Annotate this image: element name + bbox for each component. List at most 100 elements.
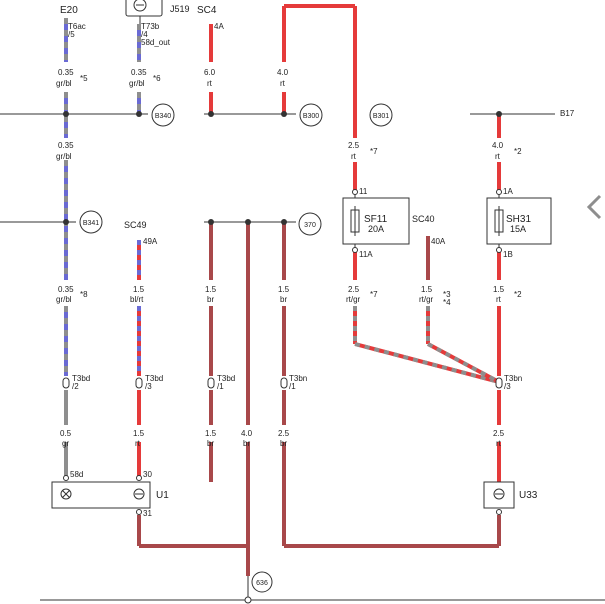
sh31-amp: 15A	[510, 224, 526, 234]
node-b301[interactable]: B301	[369, 103, 393, 127]
svg-text:rt/gr: rt/gr	[346, 295, 361, 304]
svg-text:T3bn: T3bn	[289, 374, 307, 383]
svg-text:1A: 1A	[503, 187, 513, 196]
svg-text:30: 30	[143, 470, 152, 479]
u1-label: U1	[156, 490, 169, 501]
svg-text:B341: B341	[83, 220, 99, 227]
j519-symbol	[125, 0, 163, 24]
svg-text:*5: *5	[80, 74, 88, 83]
svg-text:2.5: 2.5	[348, 141, 360, 150]
svg-text:*2: *2	[514, 147, 522, 156]
svg-text:br: br	[243, 439, 250, 448]
svg-text:31: 31	[143, 509, 152, 518]
svg-text:636: 636	[256, 580, 268, 587]
node-370[interactable]: 370	[298, 212, 322, 236]
svg-text:1B: 1B	[503, 250, 513, 259]
node-636[interactable]: 636	[251, 571, 273, 593]
svg-text:1.5: 1.5	[133, 429, 145, 438]
svg-text:4.0: 4.0	[277, 68, 289, 77]
svg-text:/3: /3	[504, 382, 511, 391]
svg-text:0.35: 0.35	[131, 68, 147, 77]
sc40-label: SC40	[412, 214, 435, 224]
sc4-label: SC4	[197, 5, 217, 16]
svg-text:B340: B340	[155, 113, 171, 120]
svg-text:T3bd: T3bd	[145, 374, 163, 383]
wire-labels: 0.35 gr/bl *5 0.35 gr/bl *6 6.0 rt 4.0 r…	[56, 68, 522, 448]
svg-text:1.5: 1.5	[205, 285, 217, 294]
sf11-label: SF11	[364, 214, 388, 225]
svg-text:11A: 11A	[359, 250, 373, 259]
svg-text:br: br	[280, 295, 287, 304]
svg-text:0.35: 0.35	[58, 141, 74, 150]
svg-text:*8: *8	[80, 290, 88, 299]
svg-text:gr/bl: gr/bl	[129, 79, 145, 88]
u1-component[interactable]: U1	[51, 475, 169, 515]
svg-text:/3: /3	[145, 382, 152, 391]
svg-text:58d_out: 58d_out	[141, 38, 171, 47]
svg-text:T3bd: T3bd	[72, 374, 90, 383]
wire-col-2	[137, 24, 248, 548]
svg-text:/1: /1	[289, 382, 296, 391]
svg-text:*6: *6	[153, 74, 161, 83]
u33-component[interactable]: U33	[483, 481, 538, 515]
svg-text:*3: *3	[443, 290, 451, 299]
svg-text:/4: /4	[141, 30, 148, 39]
svg-text:0.35: 0.35	[58, 285, 74, 294]
svg-text:gr/bl: gr/bl	[56, 79, 72, 88]
svg-text:4A: 4A	[214, 22, 224, 31]
svg-text:rt: rt	[280, 79, 286, 88]
svg-text:4.0: 4.0	[241, 429, 253, 438]
wire-col-4	[282, 4, 501, 548]
node-b300[interactable]: B300	[299, 103, 323, 127]
svg-text:T73b: T73b	[141, 22, 160, 31]
svg-text:1.5: 1.5	[421, 285, 433, 294]
e20-label: E20	[60, 5, 78, 16]
svg-text:*4: *4	[443, 298, 451, 307]
svg-text:4.0: 4.0	[492, 141, 504, 150]
node-b340[interactable]: B340	[151, 103, 175, 127]
fuse-sf11[interactable]: SF11 20A	[342, 189, 410, 253]
svg-text:1.5: 1.5	[205, 429, 217, 438]
node-b341[interactable]: B341	[79, 210, 103, 234]
svg-text:370: 370	[304, 222, 316, 229]
fuse-sh31[interactable]: SH31 15A	[486, 189, 552, 253]
svg-text:2.5: 2.5	[278, 429, 290, 438]
svg-text:br: br	[280, 439, 287, 448]
svg-text:11: 11	[359, 187, 368, 196]
connectors	[62, 377, 503, 389]
svg-text:0.5: 0.5	[60, 429, 72, 438]
svg-text:T3bd: T3bd	[217, 374, 235, 383]
b17-label: B17	[560, 109, 575, 118]
svg-text:B300: B300	[303, 113, 319, 120]
sh31-label: SH31	[506, 214, 531, 225]
svg-text:/2: /2	[72, 382, 79, 391]
svg-text:gr/bl: gr/bl	[56, 295, 72, 304]
svg-text:2.5: 2.5	[348, 285, 360, 294]
svg-text:B301: B301	[373, 113, 389, 120]
svg-text:gr: gr	[62, 439, 69, 448]
svg-text:rt: rt	[496, 295, 502, 304]
svg-text:br: br	[207, 439, 214, 448]
svg-text:58d: 58d	[70, 470, 83, 479]
svg-text:rt: rt	[496, 439, 502, 448]
pin-labels: T6ac /5 T73b /4 58d_out 4A 49A 40A 11 11…	[68, 22, 522, 518]
svg-text:1.5: 1.5	[493, 285, 505, 294]
svg-text:2.5: 2.5	[493, 429, 505, 438]
svg-text:rt: rt	[495, 152, 501, 161]
svg-text:/5: /5	[68, 30, 75, 39]
wire-col-sc40	[426, 236, 500, 384]
sc49-label: SC49	[124, 220, 147, 230]
svg-text:*2: *2	[514, 290, 522, 299]
svg-text:rt/gr: rt/gr	[419, 295, 434, 304]
ground-point	[244, 596, 252, 604]
svg-text:T3bn: T3bn	[504, 374, 522, 383]
svg-text:40A: 40A	[431, 237, 446, 246]
junctions	[63, 111, 502, 225]
svg-text:1.5: 1.5	[278, 285, 290, 294]
svg-text:bl/rt: bl/rt	[130, 295, 144, 304]
j519-label: J519	[170, 4, 190, 14]
chevron-left-icon[interactable]	[586, 194, 602, 220]
svg-text:gr/bl: gr/bl	[56, 152, 72, 161]
svg-text:br: br	[207, 295, 214, 304]
